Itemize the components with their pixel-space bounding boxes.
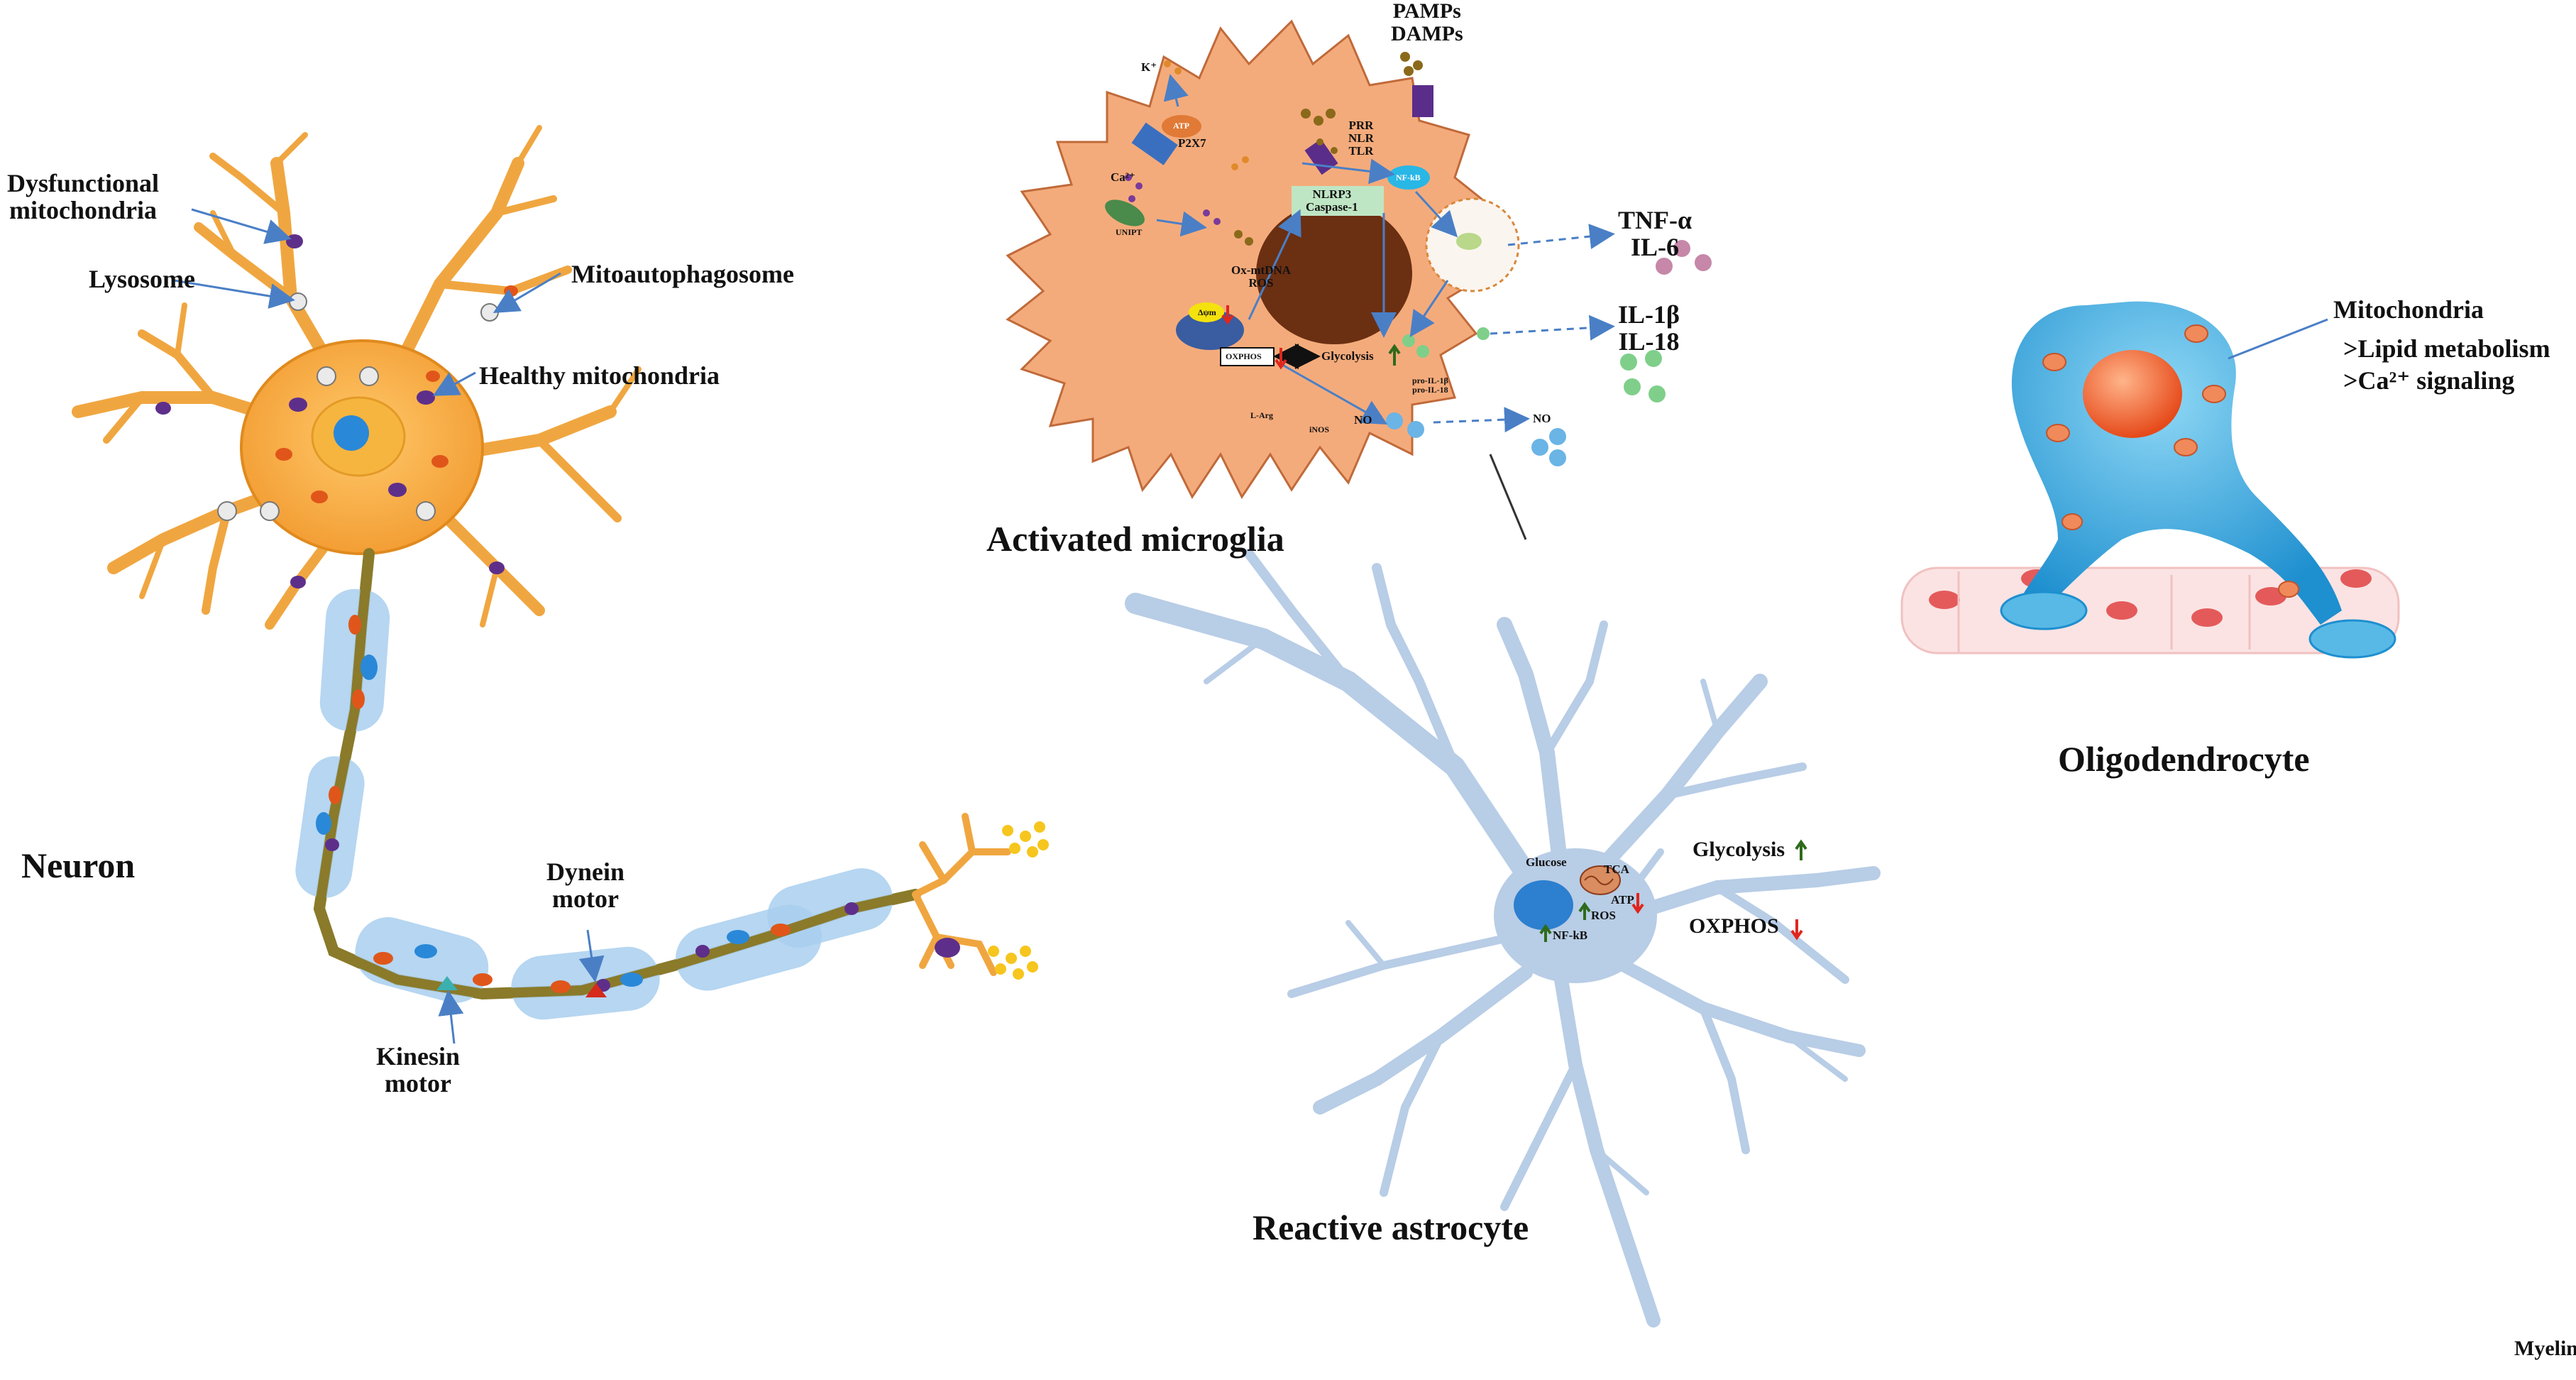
p2x7-label: P2X7 — [1178, 136, 1206, 150]
oxphos-box — [1220, 347, 1275, 366]
healthy-mitochondria-label: Healthy mitochondria — [479, 361, 720, 390]
astro-atp-label: ATP — [1611, 893, 1634, 907]
microglia-up-arrow-glycolysis — [1388, 344, 1401, 366]
astro-ros-label: ROS — [1591, 909, 1616, 922]
axon-core — [314, 549, 920, 1000]
oligo-myelin-segment-2 — [2308, 619, 2396, 659]
astro-glycolysis-label: Glycolysis — [1692, 838, 1785, 861]
microglia-title: Activated microglia — [986, 519, 1284, 559]
oligo-lipid-label: >Lipid metabolism — [2343, 334, 2550, 363]
dysfunctional-mitochondria-label: Dysfunctional mitochondria — [7, 169, 160, 224]
k-ion-label: K⁺ — [1141, 60, 1157, 74]
astro-down-arrow-oxphos — [1790, 919, 1803, 941]
astro-nfkb-label: NF-kB — [1553, 929, 1588, 942]
astro-up-arrow-glycolysis — [1795, 839, 1807, 860]
pamps-damps-label: PAMPs DAMPs — [1391, 0, 1463, 45]
pamps-receptor — [1412, 85, 1433, 117]
nfkb-badge — [1387, 165, 1430, 190]
oxphos-label: OXPHOS — [1226, 351, 1262, 361]
delta-psi-label: Δψm — [1198, 307, 1216, 317]
neuron-nucleolus — [334, 415, 369, 451]
neuron-callouts — [173, 208, 605, 1044]
atp-badge — [1162, 115, 1201, 138]
microglia-dots — [1125, 52, 1712, 466]
glycolysis-label: Glycolysis — [1321, 349, 1374, 363]
uniporter — [1105, 199, 1145, 226]
astro-up-arrow-ros — [1578, 902, 1591, 920]
microglia-arrows — [1156, 74, 1615, 433]
ox-mtdna-ros-label: Ox-mtDNA ROS — [1231, 263, 1292, 290]
oligodendrocyte-title: Oligodendrocyte — [2058, 739, 2310, 779]
astrocyte-nucleus — [1514, 880, 1573, 930]
p2x7-receptor — [1131, 122, 1178, 165]
kinesin-motor-label: Kinesin motor — [376, 1042, 461, 1097]
microglia-process — [1489, 454, 1527, 540]
kinesin-motor-shape — [436, 976, 458, 990]
microglia-nucleus — [1256, 202, 1412, 344]
astro-up-arrow-nfkb — [1539, 924, 1552, 942]
no-inner-label: NO — [1354, 413, 1372, 427]
myelinated-axon-oligo — [1900, 566, 2400, 655]
nlrp3-box — [1292, 186, 1384, 216]
neuron-title: Neuron — [21, 845, 136, 885]
astro-oxphos-label: OXPHOS — [1689, 914, 1779, 938]
dynein-motor-shape — [585, 983, 607, 997]
microglia-down-arrow-psi — [1221, 305, 1234, 325]
oligo-mitochondria-label: Mitochondria — [2333, 295, 2484, 324]
oligo-myelin-segment-1 — [2000, 591, 2088, 630]
inos-label: iNOS — [1309, 425, 1330, 434]
mitoautophagosome-label: Mitoautophagosome — [571, 260, 794, 288]
tnf-il6-label: TNF-α IL-6 — [1618, 206, 1692, 261]
neuron-dendrites — [72, 125, 642, 630]
myelin-label: Myelin — [2514, 1337, 2576, 1360]
dynein-motor-label: Dynein motor — [546, 858, 625, 913]
pro-il-label: pro-IL-1β pro-IL-18 — [1412, 376, 1448, 395]
oligo-ca-signaling-label: >Ca²⁺ signaling — [2343, 366, 2515, 395]
microglia-body — [1006, 19, 1492, 499]
il1b-il18-label: IL-1β IL-18 — [1618, 300, 1680, 356]
neurotransmitter-vesicles — [988, 821, 1049, 980]
uniporter-label: UNIPT — [1116, 227, 1143, 237]
atp-label: ATP — [1173, 121, 1190, 131]
microglia-down-arrow-oxphos — [1275, 348, 1287, 370]
delta-psi-badge — [1189, 302, 1224, 322]
astro-down-arrow-atp — [1631, 893, 1644, 914]
nlrp3-caspase-label: NLRP3 Caspase-1 — [1306, 187, 1358, 214]
astro-tca-label: TCA — [1604, 862, 1629, 876]
oligodendrocyte-nucleus — [2083, 350, 2182, 438]
astrocyte-title: Reactive astrocyte — [1253, 1208, 1529, 1247]
neuron-organelles — [155, 234, 518, 588]
nfkb-label: NF-kB — [1396, 172, 1421, 182]
lysosome-label: Lysosome — [89, 265, 196, 293]
l-arg-label: L-Arg — [1250, 410, 1273, 420]
oligo-mito-callout — [2228, 318, 2328, 360]
no-outer-label: NO — [1533, 412, 1551, 425]
oligo-mitochondria — [2042, 324, 2299, 598]
astrocyte-mitochondrion — [1580, 865, 1621, 895]
astro-glucose-label: Glucose — [1526, 855, 1567, 869]
astrocyte-processes — [1125, 549, 1881, 1327]
ca-ion-label: Ca²⁺ — [1111, 170, 1135, 184]
axon-organelles — [316, 615, 859, 993]
prr-nlr-tlr-label: PRR NLR TLR — [1348, 119, 1374, 158]
